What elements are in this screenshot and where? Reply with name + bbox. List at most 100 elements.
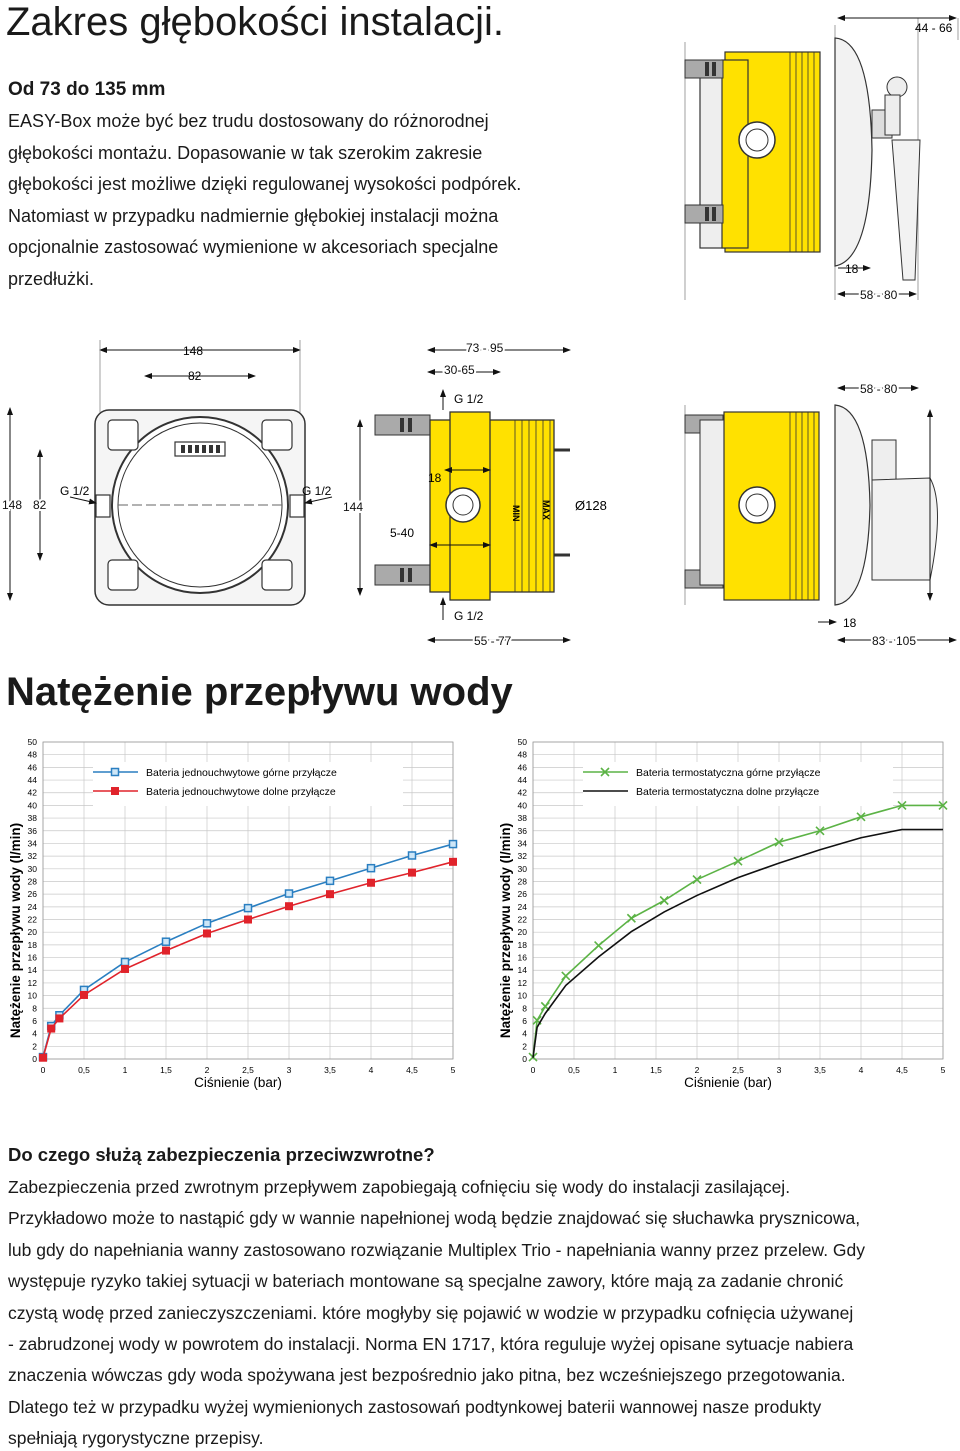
data-point: [733, 856, 743, 866]
legend-marker: [600, 767, 610, 777]
dim-text: 73 - 95: [466, 341, 504, 355]
y-tick-label: 26: [28, 889, 38, 899]
top-right-drawing: 44 - 66 18 58 - 80: [684, 15, 959, 304]
data-point: [561, 971, 571, 981]
y-tick-label: 36: [28, 826, 38, 836]
y-tick-label: 2: [522, 1041, 527, 1051]
y-tick-label: 6: [522, 1016, 527, 1026]
x-tick-label: 3: [287, 1065, 292, 1075]
y-tick-label: 2: [32, 1041, 37, 1051]
y-tick-label: 44: [518, 775, 528, 785]
data-point: [325, 876, 335, 886]
range-heading: Od 73 do 135 mm: [8, 79, 166, 100]
data-point: [80, 990, 88, 999]
y-tick-label: 34: [28, 838, 38, 848]
y-tick-label: 38: [518, 813, 528, 823]
y-tick-label: 18: [518, 940, 528, 950]
min-label: MIN: [511, 505, 521, 522]
data-point: [202, 919, 212, 928]
paragraph-line: Natomiast w przypadku nadmiernie głęboki…: [8, 206, 499, 226]
y-tick-label: 14: [518, 965, 528, 975]
data-point: [367, 878, 375, 887]
faq-line: występuje ryzyko takiej sytuacji w bater…: [8, 1271, 844, 1292]
y-tick-label: 16: [518, 953, 528, 963]
paragraph-line: głębokości montażu. Dopasowanie w tak sz…: [8, 143, 483, 163]
plot-frame: [42, 741, 454, 1060]
legend-label: Bateria jednouchwytowe dolne przyłącze: [146, 786, 336, 798]
legend-label: Bateria termostatyczna górne przyłącze: [636, 767, 821, 779]
port-label: G 1/2: [454, 609, 484, 623]
dim-text: 44 - 66: [915, 21, 953, 35]
faq-line: lub gdy do napełniania wanny zastosowano…: [8, 1239, 866, 1260]
data-point: [326, 890, 334, 899]
x-tick-label: 5: [941, 1065, 946, 1075]
data-point: [39, 1053, 47, 1062]
dim-text: 18: [845, 262, 859, 276]
y-axis-label: Natężenie przepływu wody (l/min): [498, 823, 513, 1038]
data-point: [408, 868, 416, 877]
x-tick-label: 3: [777, 1065, 782, 1075]
y-tick-label: 4: [522, 1029, 527, 1039]
data-point: [366, 863, 376, 873]
port-label: G 1/2: [302, 484, 332, 498]
section-title: Natężenie przepływu wody: [6, 670, 513, 714]
legend-label: Bateria termostatyczna dolne przyłącze: [636, 786, 819, 798]
faq-heading: Do czego służą zabezpieczenia przeciwzwr…: [8, 1144, 435, 1165]
dim-text: 144: [343, 500, 363, 514]
x-tick-label: 3,5: [324, 1065, 336, 1075]
y-tick-label: 28: [28, 876, 38, 886]
dim-text: 18: [843, 616, 857, 630]
x-axis-label: Ciśnienie (bar): [194, 1075, 282, 1090]
x-tick-label: 1,5: [650, 1065, 662, 1075]
data-point: [120, 957, 130, 967]
legend-label: Bateria jednouchwytowe górne przyłącze: [146, 767, 337, 779]
y-tick-label: 46: [518, 762, 528, 772]
y-tick-label: 34: [518, 838, 528, 848]
faq-line: Przykładowo może to nastąpić gdy w wanni…: [8, 1208, 861, 1229]
y-tick-label: 50: [28, 737, 38, 747]
y-tick-label: 48: [28, 750, 38, 760]
dim-text: 82: [33, 498, 47, 512]
x-tick-label: 2,5: [732, 1065, 744, 1075]
dim-text: 148: [183, 344, 203, 358]
y-tick-label: 30: [518, 864, 528, 874]
dim-text: 83 - 105: [872, 634, 916, 648]
x-tick-label: 0,5: [78, 1065, 90, 1075]
y-tick-label: 40: [28, 800, 38, 810]
data-point: [815, 826, 825, 836]
x-tick-label: 2,5: [242, 1065, 254, 1075]
data-point: [594, 940, 604, 951]
y-tick-label: 12: [518, 978, 528, 988]
front-view-drawing: 148 82 148 82 G 1/2 G 1/2: [0, 340, 333, 606]
y-tick-label: 50: [518, 737, 528, 747]
y-tick-label: 4: [32, 1029, 37, 1039]
y-tick-label: 20: [28, 927, 38, 937]
y-tick-label: 8: [522, 1003, 527, 1013]
x-tick-label: 0: [41, 1065, 46, 1075]
y-axis-label: Natężenie przepływu wody (l/min): [8, 823, 23, 1038]
data-point: [162, 946, 170, 955]
dim-text: 18: [428, 471, 442, 485]
y-tick-label: 26: [518, 889, 528, 899]
x-tick-label: 4,5: [896, 1065, 908, 1075]
faq-line: czystą wodę przed zanieczyszczeniami. kt…: [8, 1302, 854, 1323]
y-tick-label: 30: [28, 864, 38, 874]
y-tick-label: 32: [28, 851, 38, 861]
x-tick-label: 1: [613, 1065, 618, 1075]
data-point: [55, 1014, 64, 1023]
data-point: [47, 1024, 56, 1033]
legend-box: [93, 762, 403, 806]
x-tick-label: 1,5: [160, 1065, 172, 1075]
y-tick-label: 0: [32, 1054, 37, 1064]
y-tick-label: 22: [28, 915, 38, 925]
y-tick-label: 42: [518, 788, 528, 798]
port-label: G 1/2: [60, 484, 90, 498]
data-point: [244, 915, 252, 924]
data-point: [121, 964, 129, 973]
data-point: [626, 913, 636, 923]
max-label: MAX: [541, 500, 551, 520]
data-point: [774, 837, 784, 847]
page-title: Zakres głębokości instalacji.: [6, 0, 504, 44]
y-tick-label: 44: [28, 775, 38, 785]
x-tick-label: 0,5: [568, 1065, 580, 1075]
